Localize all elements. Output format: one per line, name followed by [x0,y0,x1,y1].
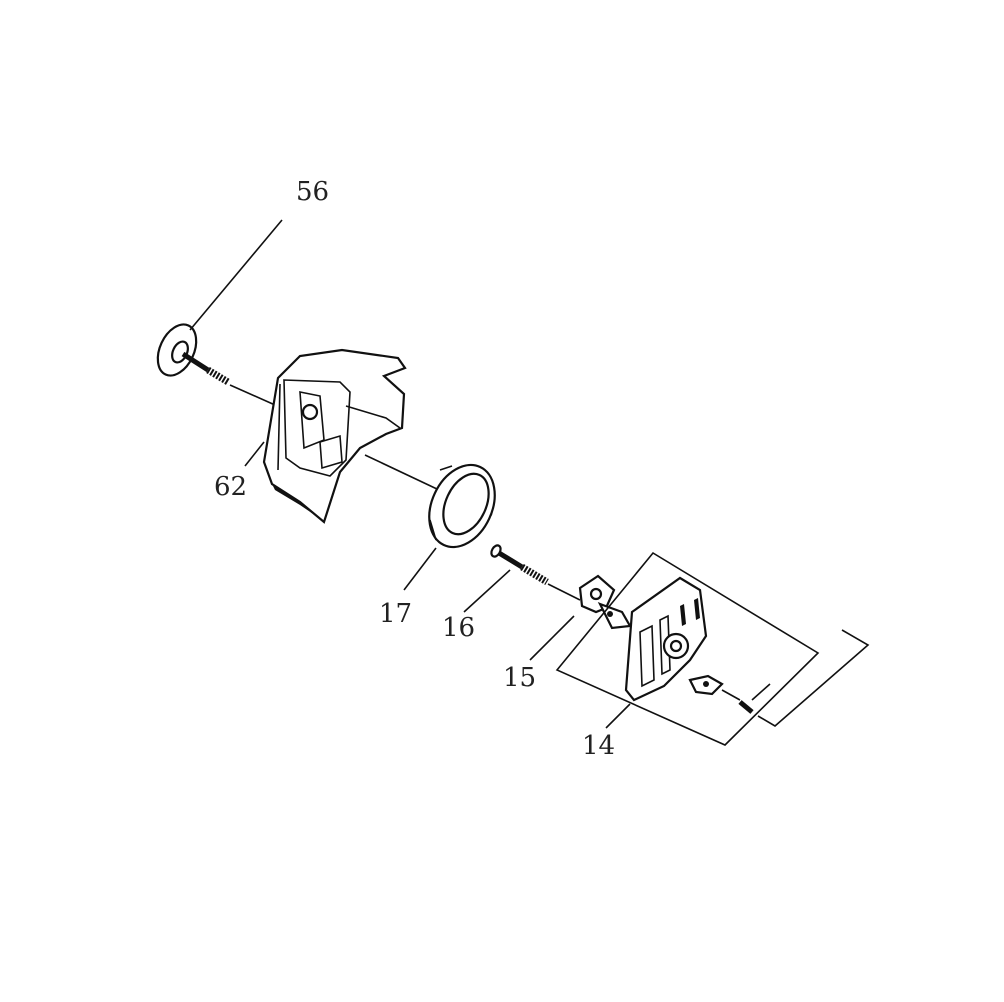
part-17-ring [428,463,496,549]
callout-14: 14 [582,731,615,761]
leader-62 [244,441,265,467]
callout-16: 16 [442,613,475,643]
leader-15 [529,615,575,661]
callout-56: 56 [296,177,329,207]
leader-56 [189,219,283,331]
assembly-line [547,583,581,601]
leader-16 [463,569,511,613]
callout-15: 15 [503,663,536,693]
assembly-line [229,384,276,406]
part-15-bracket [578,574,632,630]
part-14-assembly [555,551,870,746]
callout-17: 17 [379,599,412,629]
part-56-washer-bolt [156,323,230,386]
part-62-cover [262,348,407,524]
leader-14 [605,703,631,729]
callout-62: 62 [214,472,247,502]
leader-17 [403,547,437,591]
part-16-bolt [490,544,549,586]
